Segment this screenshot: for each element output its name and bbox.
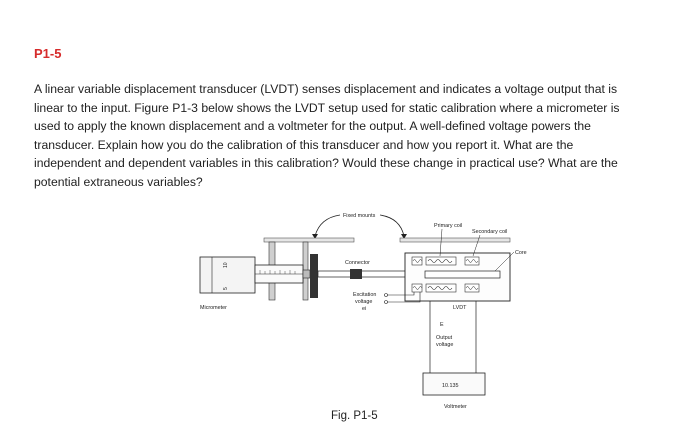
problem-line: transducer. Explain how you do the calib… (34, 137, 574, 152)
fixed-mount-right (399, 237, 511, 243)
lvdt-label: LVDT (453, 305, 467, 311)
mount-arrow-left (314, 214, 341, 237)
micrometer-thimble (199, 256, 256, 294)
primary-coil-winding-bottom (427, 286, 453, 290)
mount-arrowhead-right (401, 234, 407, 239)
primary-coil-winding-top (427, 259, 453, 263)
voltmeter-body (422, 372, 486, 396)
excitation-terminal-2 (384, 300, 388, 304)
fixed-mount-left (263, 237, 355, 243)
lvdt-calibration-diagram: Fixed mounts 10 5 Microm (190, 208, 560, 418)
problem-line: used to apply the known displacement and… (34, 119, 591, 134)
primary-coil-leader (439, 228, 443, 257)
output-label-1: Output (436, 335, 453, 341)
micrometer-scale-ticks (259, 270, 296, 274)
lvdt-core (424, 270, 501, 279)
problem-number: P1-5 (34, 46, 62, 61)
excitation-wire-1 (387, 292, 415, 296)
secondary-winding-top-left (412, 259, 423, 263)
problem-line: linear to the input. Figure P1-3 below s… (34, 100, 620, 115)
problem-line: potential extraneous variables? (34, 174, 203, 189)
problem-line: independent and dependent variables in t… (34, 156, 618, 171)
output-symbol: E (440, 322, 444, 328)
voltmeter-label: Voltmeter (444, 404, 467, 410)
excitation-terminal-1 (384, 293, 388, 297)
micrometer-scale-5: 5 (223, 287, 229, 290)
secondary-coil-label: Secondary coil (472, 229, 507, 235)
excitation-label-1: Excitation (353, 292, 376, 298)
problem-line: A linear variable displacement transduce… (34, 82, 618, 96)
core-leader (494, 251, 515, 272)
secondary-coil-top-left (411, 256, 423, 266)
connector-label: Connector (345, 260, 370, 266)
mount-arrowhead-left (312, 234, 318, 239)
excitation-label-2: voltage (355, 299, 372, 305)
micrometer-scale-10: 10 (223, 262, 229, 268)
secondary-coil-leader (472, 234, 481, 257)
connecting-rod (317, 270, 411, 278)
primary-coil-top (425, 256, 457, 266)
excitation-label-3: ei (362, 306, 366, 312)
primary-coil-label: Primary coil (434, 223, 462, 229)
core-label: Core (515, 250, 527, 256)
primary-coil-bottom (425, 283, 457, 293)
output-label-2: voltage (436, 342, 453, 348)
secondary-winding-bottom-right (465, 286, 479, 290)
fixed-mounts-label: Fixed mounts (343, 213, 376, 219)
micrometer-spindle (302, 269, 311, 279)
mount-arrow-right (379, 214, 405, 237)
problem-statement: A linear variable displacement transduce… (34, 80, 684, 192)
excitation-wire-2 (387, 292, 421, 303)
figure-caption: Fig. P1-5 (331, 410, 378, 422)
connector-coupling (350, 269, 362, 279)
lvdt-diagram-svg: Fixed mounts 10 5 Microm (199, 213, 527, 410)
micrometer-label: Micrometer (200, 305, 227, 311)
secondary-winding-bottom-left (412, 286, 423, 290)
voltmeter-reading: 10.135 (442, 383, 459, 389)
secondary-coil-bottom-left (411, 283, 423, 293)
secondary-winding-top-right (465, 259, 479, 263)
connector-block (310, 254, 318, 298)
